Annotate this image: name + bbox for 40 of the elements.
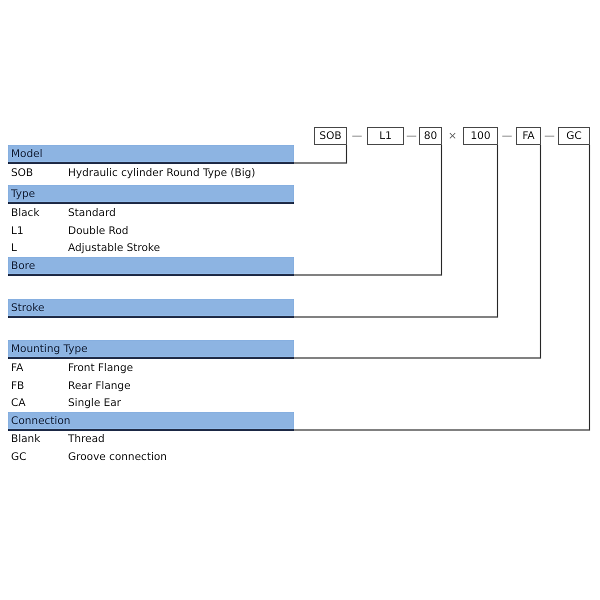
separator-symbol: — [543, 129, 556, 143]
option-code: FA [11, 361, 24, 375]
option-code: Black [11, 206, 40, 220]
code-box: SOB [314, 127, 347, 145]
option-code: L [11, 241, 17, 255]
code-box: 100 [463, 127, 498, 145]
option-description: Front Flange [68, 361, 134, 375]
section-header-band: Connection [8, 412, 294, 431]
connector-line [294, 145, 498, 318]
section-header-band: Mounting Type [8, 340, 294, 359]
connector-line [294, 145, 590, 431]
option-description: Rear Flange [68, 379, 131, 393]
connector-line [294, 145, 442, 276]
separator-symbol: — [500, 129, 514, 143]
section-header-band: Bore [8, 257, 294, 276]
section-header-band: Stroke [8, 299, 294, 318]
option-description: Groove connection [68, 450, 167, 464]
option-code: CA [11, 396, 26, 410]
separator-symbol: — [350, 129, 364, 143]
code-box: FA [516, 127, 541, 145]
option-code: GC [11, 450, 26, 464]
option-code: Blank [11, 432, 40, 446]
separator-symbol: × [447, 129, 458, 143]
code-box: 80 [419, 127, 442, 145]
section-header-band: Model [8, 145, 294, 164]
section-header-band: Type [8, 185, 294, 204]
separator-symbol: — [405, 129, 418, 143]
connector-line [294, 145, 542, 359]
option-code: SOB [11, 166, 34, 180]
option-description: Double Rod [68, 224, 128, 238]
option-description: Adjustable Stroke [68, 241, 160, 255]
code-box: GC [558, 127, 590, 145]
option-description: Single Ear [68, 396, 122, 410]
option-code: L1 [11, 224, 24, 238]
option-code: FB [11, 379, 24, 393]
connector-line [294, 145, 348, 164]
option-description: Thread [68, 432, 105, 446]
option-description: Standard [68, 206, 116, 220]
code-box: L1 [367, 127, 404, 145]
option-description: Hydraulic cylinder Round Type (Big) [68, 166, 256, 180]
